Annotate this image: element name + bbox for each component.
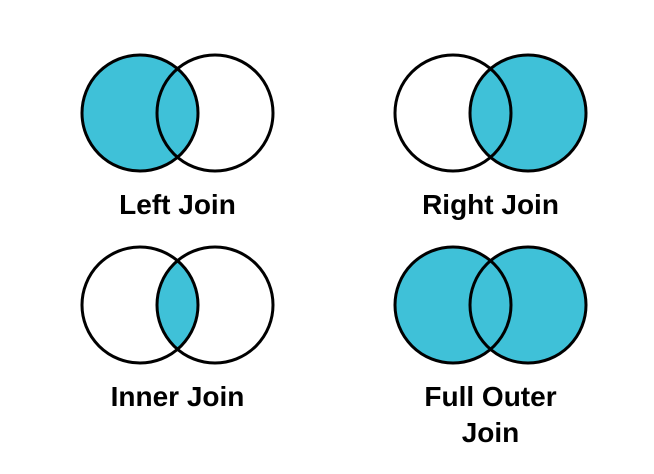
right-circle-outline (155, 53, 274, 173)
venn-diagram-right-join (393, 53, 587, 173)
left-circle-outline (393, 245, 512, 365)
right-circle-outline (155, 245, 274, 365)
cell-left-join: Left Join (0, 0, 327, 237)
left-circle-outline (80, 245, 199, 365)
venn-diagram-full-outer-join (393, 245, 587, 365)
left-circle-outline (80, 53, 199, 173)
left-circle-outline (393, 53, 512, 173)
left-circle-fill (81, 55, 198, 171)
cell-right-join: Right Join (327, 0, 654, 237)
overlap-region-fill (156, 247, 198, 363)
cell-inner-join: Inner Join (0, 237, 327, 474)
right-circle-fill (469, 247, 586, 363)
right-circle-fill (469, 55, 586, 171)
venn-label-full-outer-join: Full Outer Join (424, 381, 557, 448)
cell-full-outer-join: Full Outer Join (327, 237, 654, 474)
right-circle-outline (468, 53, 587, 173)
venn-label-right-join: Right Join (422, 189, 559, 220)
right-circle-outline (468, 245, 587, 365)
venn-diagram-inner-join (80, 245, 274, 365)
venn-label-left-join: Left Join (119, 189, 236, 220)
venn-diagram-left-join (80, 53, 274, 173)
venn-label-inner-join: Inner Join (110, 381, 245, 412)
